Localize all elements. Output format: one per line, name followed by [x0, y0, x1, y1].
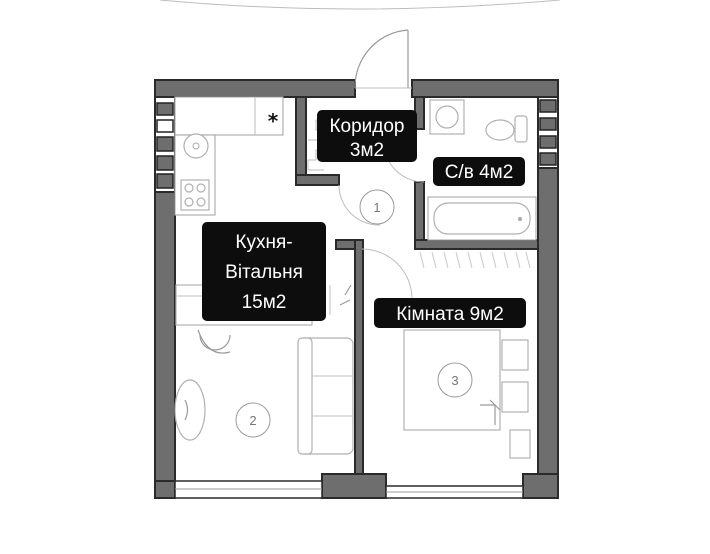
wardrobe-hatch: [419, 251, 531, 269]
svg-text:Кімната 9м2: Кімната 9м2: [396, 304, 504, 325]
room-number-2: 2: [235, 402, 271, 438]
door-arc-bedroom: [361, 248, 413, 300]
room-number-3: 3: [437, 362, 473, 398]
svg-text:3: 3: [451, 373, 458, 388]
toilet-icon: [485, 115, 528, 143]
window-right: [537, 96, 559, 169]
svg-text:2: 2: [249, 413, 256, 428]
svg-text:Вітальня: Вітальня: [225, 262, 303, 283]
nightstand-top: [501, 339, 529, 371]
window-bottom: [174, 480, 524, 499]
nightstand-bottom: [501, 381, 529, 413]
bathtub-icon: [427, 196, 537, 241]
plant-icon: [174, 379, 206, 441]
lamp-icon: [339, 284, 352, 306]
shelf: [509, 429, 531, 459]
sofa-icon: [297, 337, 354, 455]
door-swing-icon: [354, 29, 412, 89]
top-edge-arc: [159, 0, 561, 10]
svg-text:1: 1: [373, 200, 380, 215]
stove-icon: [180, 179, 210, 211]
window-left: [154, 96, 176, 193]
label-kitchen-living: Кухня- Вітальня 15м2: [202, 222, 326, 321]
marker-star: *: [268, 109, 279, 133]
outer-walls: [154, 79, 559, 499]
interior-walls: [295, 96, 539, 475]
label-corridor: Коридор 3м2: [317, 110, 417, 162]
svg-text:15м2: 15м2: [242, 292, 287, 313]
washing-machine-icon: [429, 99, 465, 135]
svg-text:3м2: 3м2: [350, 140, 384, 161]
door-arc-corridor: [338, 184, 381, 226]
label-bedroom: Кімната 9м2: [374, 298, 526, 328]
svg-text:Коридор: Коридор: [329, 116, 404, 137]
label-bathroom: С/в 4м2: [433, 157, 525, 186]
sink-icon: [183, 133, 209, 159]
svg-text:Кухня-: Кухня-: [235, 232, 292, 253]
room-number-1: 1: [359, 189, 395, 225]
svg-text:С/в 4м2: С/в 4м2: [445, 162, 514, 183]
